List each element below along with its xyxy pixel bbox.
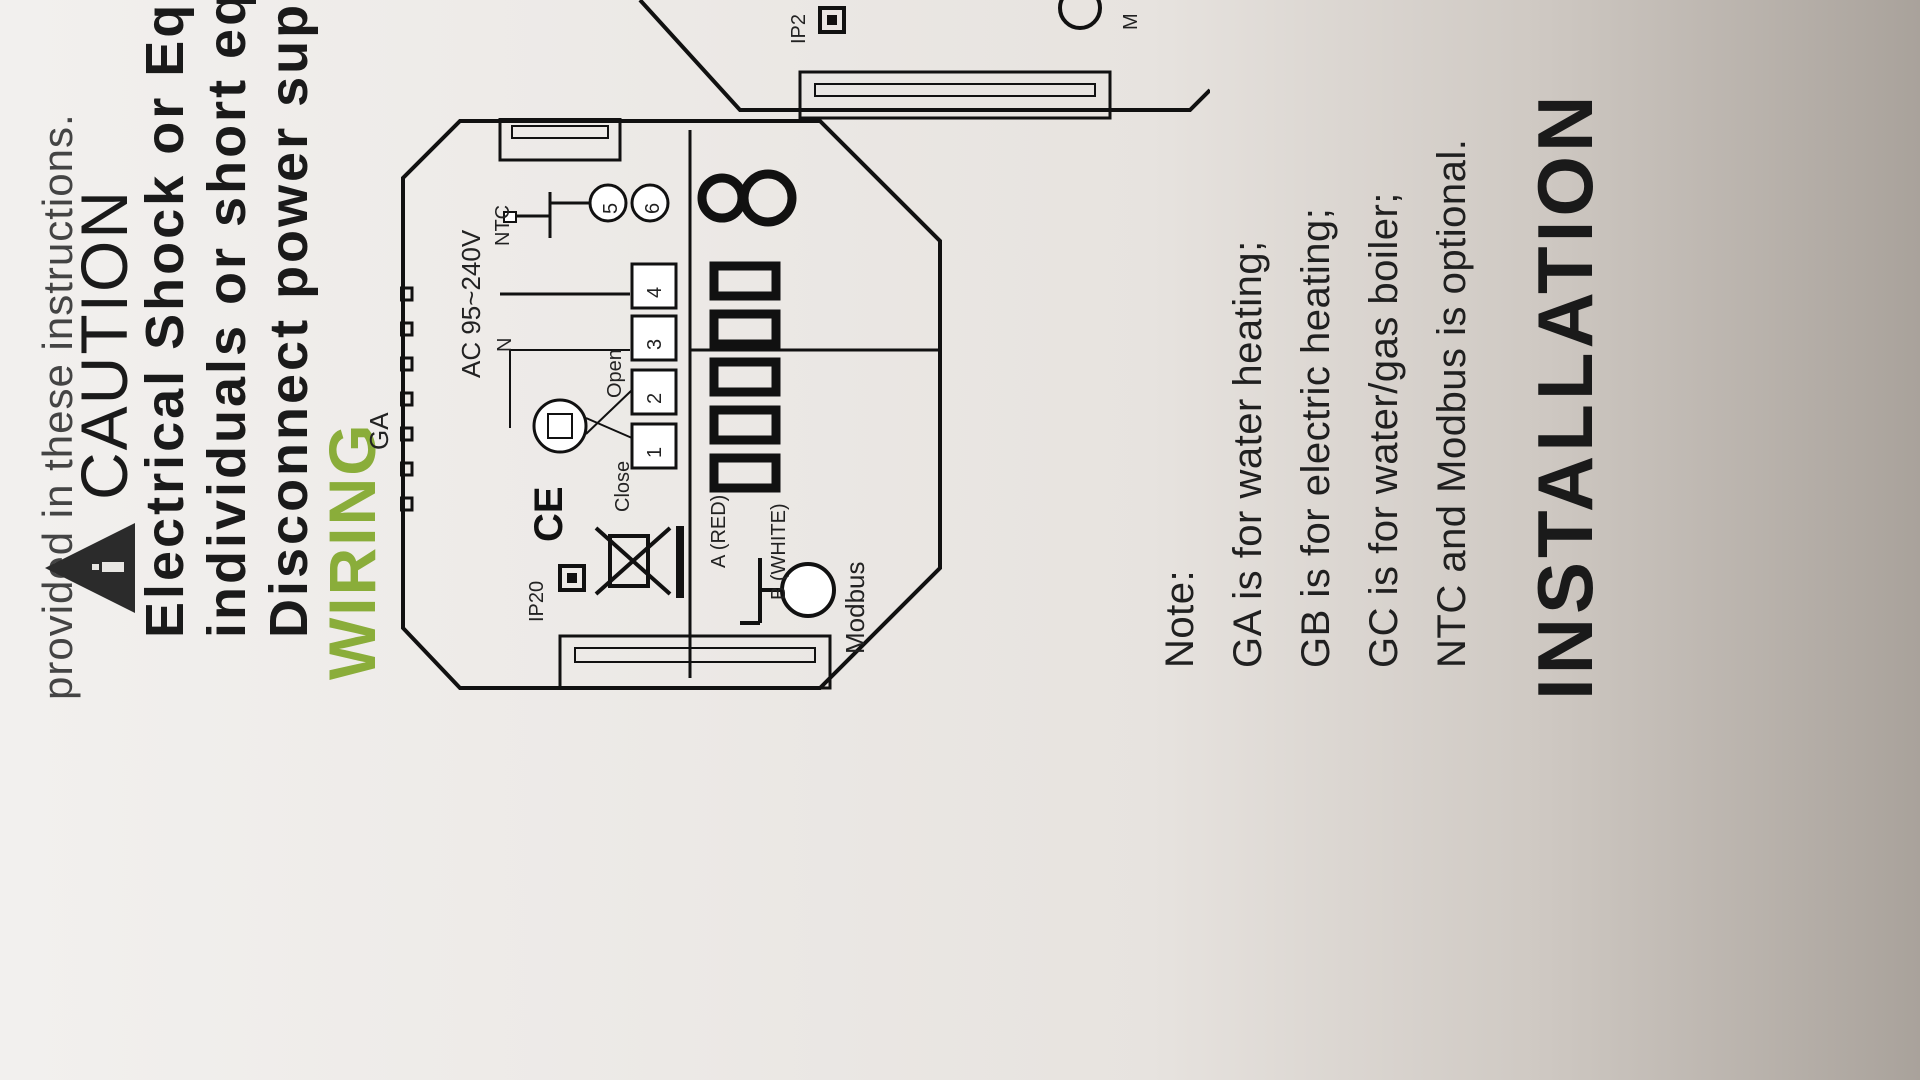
terminal-2-label: 2 (644, 392, 666, 404)
second-wiring-diagram-partial (638, 0, 1210, 120)
ntc-label: NTC (492, 204, 514, 246)
caution-line-3: Disconnect power supply b (259, 0, 319, 638)
terminal-1-label: 1 (644, 446, 666, 458)
a-red-label: A (RED) (708, 494, 730, 568)
second-m-label: M (1120, 13, 1142, 30)
close-label: Close (612, 460, 634, 512)
warning-triangle-icon (45, 523, 135, 613)
weee-bin-icon (594, 526, 684, 598)
note-item-gc: GC is for water/gas boiler; (1362, 192, 1406, 668)
installation-title: INSTALLATION (1521, 91, 1609, 700)
note-title: Note: (1158, 569, 1202, 668)
note-item-ntc: NTC and Modbus is optional. (1430, 138, 1474, 668)
wiring-title: WIRING (315, 422, 389, 680)
note-item-gb: GB is for electric heating; (1294, 207, 1338, 668)
note-item-ga: GA is for water heating; (1226, 240, 1270, 668)
caution-line-1: Electrical Shock or Equipmen (135, 0, 195, 638)
ip20-label: IP20 (526, 580, 548, 622)
caution-line-2: individuals or short equipm (197, 0, 257, 638)
terminal-3-label: 3 (644, 338, 666, 350)
ce-mark: CE (527, 486, 571, 542)
terminal-5-label: 5 (600, 202, 622, 214)
caution-title: CAUTION (67, 189, 141, 500)
b-white-label: B (WHITE) (768, 503, 790, 600)
n-label: N (494, 337, 516, 352)
open-label: Open (604, 349, 626, 398)
wiring-diagram: CE (400, 118, 942, 690)
terminal-4-label: 4 (644, 286, 666, 298)
second-ip-label: IP2 (788, 13, 810, 44)
terminal-6-label: 6 (642, 202, 664, 214)
diagram-model-label: GA (364, 412, 394, 450)
modbus-label: Modbus (840, 561, 870, 655)
voltage-label: AC 95~240V (456, 229, 486, 378)
